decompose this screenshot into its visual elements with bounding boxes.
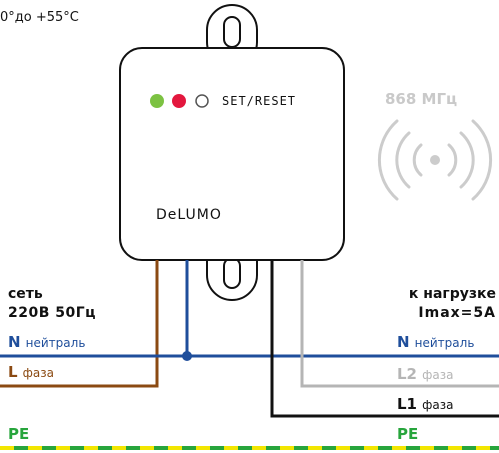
load-l1-letter: L1 <box>397 395 417 413</box>
load-neutral-label: N нейтраль <box>397 334 474 350</box>
led-red <box>172 94 186 108</box>
frequency-label: 868 МГц <box>385 90 458 108</box>
temperature-range: 0°до +55°C <box>0 10 79 25</box>
wires <box>0 260 499 450</box>
source-voltage: 220В 50Гц <box>8 305 97 321</box>
load-pe-label: PE <box>397 425 419 443</box>
load-current: Imax=5A <box>418 305 496 321</box>
set-reset-label: SET/RESET <box>222 94 297 108</box>
source-phase-text: фаза <box>22 366 55 380</box>
brand-logo: DeLUMO <box>156 207 222 223</box>
load-l1-label: L1 фаза <box>397 396 453 412</box>
load-neutral-text: нейтраль <box>414 336 475 350</box>
radio-waves-icon <box>377 119 493 201</box>
source-phase-letter: L <box>8 363 18 381</box>
load-l2-label: L2 фаза <box>397 366 453 382</box>
wire-l1 <box>270 260 499 418</box>
load-l2-letter: L2 <box>397 365 417 383</box>
source-neutral-letter: N <box>8 333 21 351</box>
load-l2-text: фаза <box>422 368 454 382</box>
source-pe-label: PE <box>8 425 30 443</box>
wire-phase <box>0 260 159 388</box>
source-neutral-label: N нейтраль <box>8 334 85 350</box>
device-body <box>119 47 345 261</box>
load-title: к нагрузке <box>408 286 496 302</box>
neutral-junction <box>182 351 192 361</box>
wire-l2 <box>300 260 499 388</box>
wire-neutral <box>0 260 499 358</box>
led-green <box>150 94 164 108</box>
source-phase-label: L фаза <box>8 364 54 380</box>
load-neutral-letter: N <box>397 333 410 351</box>
source-neutral-text: нейтраль <box>25 336 86 350</box>
source-title: сеть <box>8 286 43 302</box>
set-reset-button <box>195 94 209 108</box>
load-l1-text: фаза <box>422 398 454 412</box>
